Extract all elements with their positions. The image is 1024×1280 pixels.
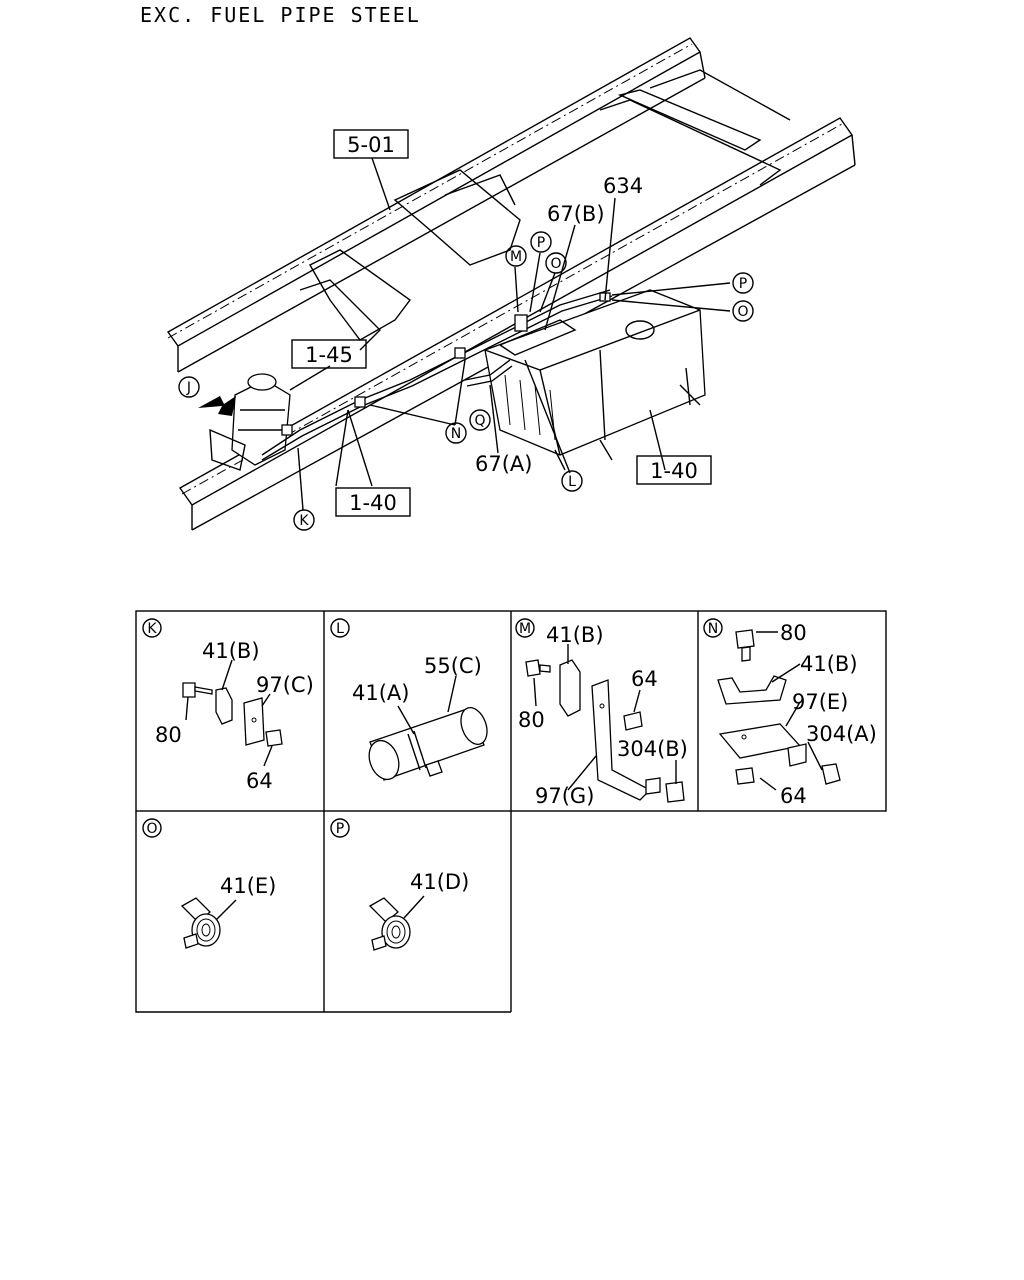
svg-text:80: 80 xyxy=(780,621,807,645)
svg-text:K: K xyxy=(147,621,157,637)
detail-panel-p: P 41(D) xyxy=(330,818,469,951)
svg-text:1-40: 1-40 xyxy=(650,459,698,483)
detail-panel-o: O 41(E) xyxy=(142,818,276,949)
callout-67b: 67(B) xyxy=(547,202,605,226)
svg-text:41(B): 41(B) xyxy=(800,652,858,676)
svg-text:304(B): 304(B) xyxy=(617,737,688,761)
svg-text:P: P xyxy=(336,821,344,837)
callout-box-1-40-left: 1-40 xyxy=(335,487,411,517)
circle-callout-o-right: O xyxy=(732,300,754,322)
svg-text:K: K xyxy=(299,513,309,529)
svg-text:O: O xyxy=(737,304,748,320)
svg-text:80: 80 xyxy=(518,708,545,732)
circle-callout-j: J xyxy=(178,376,200,398)
svg-text:304(A): 304(A) xyxy=(806,722,877,746)
svg-text:5-01: 5-01 xyxy=(347,133,395,157)
svg-text:80: 80 xyxy=(155,723,182,747)
circle-callout-m: M xyxy=(505,245,527,267)
svg-text:41(B): 41(B) xyxy=(202,639,260,663)
svg-text:Q: Q xyxy=(474,413,485,429)
svg-text:O: O xyxy=(146,821,157,837)
circle-callout-p-right: P xyxy=(732,272,754,294)
detail-panel-n: N 80 41(B) 97(E) 304(A) 64 xyxy=(703,618,877,808)
detail-panel-k: K 41(B) 97(C) 80 64 xyxy=(142,618,314,793)
svg-text:41(B): 41(B) xyxy=(546,623,604,647)
svg-text:41(A): 41(A) xyxy=(352,681,409,705)
circle-callout-q: Q xyxy=(469,409,491,431)
svg-text:M: M xyxy=(510,249,522,265)
main-leader-lines xyxy=(289,157,731,511)
circle-callout-p-top: P xyxy=(530,231,552,253)
callout-box-1-40-right: 1-40 xyxy=(636,455,712,485)
callout-634: 634 xyxy=(603,174,643,198)
svg-text:64: 64 xyxy=(631,667,658,691)
callout-box-5-01: 5-01 xyxy=(333,129,409,159)
callout-box-1-45: 1-45 xyxy=(291,339,367,369)
svg-text:M: M xyxy=(519,621,531,637)
callout-67a: 67(A) xyxy=(475,452,532,476)
circle-callout-l: L xyxy=(561,470,583,492)
svg-text:N: N xyxy=(708,621,718,637)
svg-text:N: N xyxy=(451,426,461,442)
svg-text:L: L xyxy=(336,621,344,637)
detail-panel-m: M 41(B) 64 80 304(B) 97(G) xyxy=(515,618,688,808)
svg-text:1-40: 1-40 xyxy=(349,491,397,515)
circle-callout-o-top: O xyxy=(545,252,567,274)
svg-text:P: P xyxy=(537,235,545,251)
circle-callout-k: K xyxy=(293,509,315,531)
svg-text:41(D): 41(D) xyxy=(410,870,469,894)
svg-text:64: 64 xyxy=(246,769,273,793)
svg-text:97(E): 97(E) xyxy=(792,690,848,714)
detail-panel-l: L 55(C) 41(A) xyxy=(330,618,488,781)
chassis-frame-illustration xyxy=(166,37,856,531)
svg-text:97(C): 97(C) xyxy=(256,673,314,697)
svg-text:64: 64 xyxy=(780,784,807,808)
circle-callout-n: N xyxy=(445,422,467,444)
svg-text:L: L xyxy=(568,474,576,490)
svg-text:97(G): 97(G) xyxy=(535,784,594,808)
svg-text:J: J xyxy=(186,380,191,396)
detail-grid-lines xyxy=(135,610,887,1013)
svg-text:1-45: 1-45 xyxy=(305,343,353,367)
page-title: EXC. FUEL PIPE STEEL xyxy=(140,3,421,27)
svg-text:P: P xyxy=(739,276,747,292)
svg-text:55(C): 55(C) xyxy=(424,654,482,678)
svg-text:O: O xyxy=(550,256,561,272)
svg-text:41(E): 41(E) xyxy=(220,874,276,898)
